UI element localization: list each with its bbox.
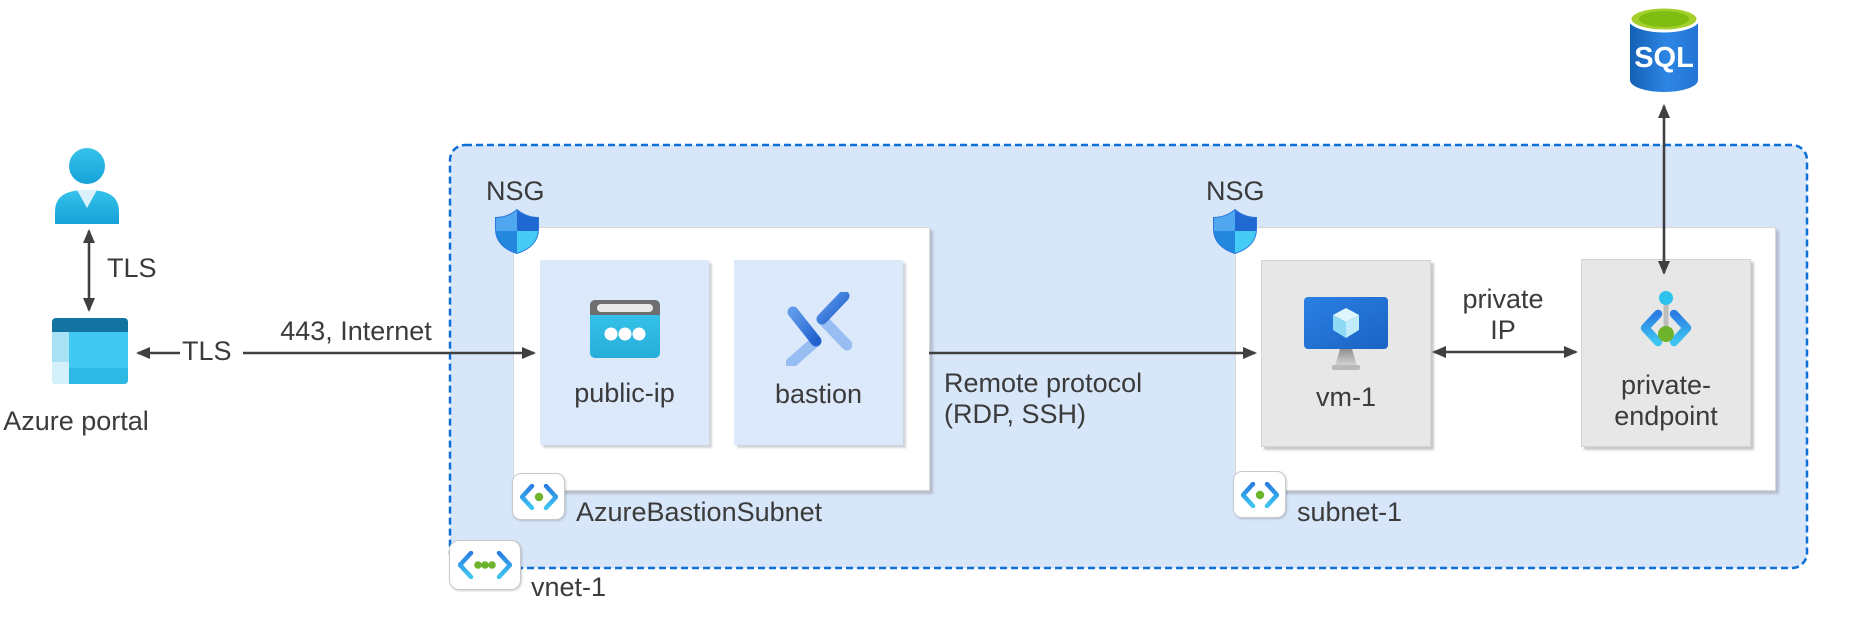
port-internet-label: 443, Internet <box>280 316 432 346</box>
nsg-label-bastion: NSG <box>486 176 545 206</box>
vm-1-label: vm-1 <box>1316 382 1376 412</box>
private-ip-label: private IP <box>1433 284 1573 346</box>
private-endpoint-label-line1: private- <box>1620 370 1712 400</box>
private-endpoint-label-line2: endpoint <box>1614 401 1718 431</box>
private-ip-line1: private <box>1462 284 1544 314</box>
sql-database-icon: SQL <box>1628 5 1700 92</box>
user-icon <box>55 148 119 224</box>
nsg-shield-icon <box>495 208 539 254</box>
azure-portal-label: Azure portal <box>3 406 149 436</box>
remote-protocol-line1: Remote protocol <box>944 368 1143 398</box>
subnet-glyph-icon <box>1240 481 1279 508</box>
remote-protocol-line2: (RDP, SSH) <box>944 399 1087 429</box>
bastion-label: bastion <box>774 379 863 409</box>
public-ip-icon <box>589 300 660 358</box>
private-endpoint-icon <box>1640 291 1692 347</box>
bastion-node: bastion <box>734 260 903 445</box>
tls-vertical-label: TLS <box>107 253 157 283</box>
azure-bastion-subnet-label: AzureBastionSubnet <box>576 497 823 527</box>
subnet-glyph-icon <box>519 483 558 510</box>
public-ip-node: public-ip <box>540 260 709 445</box>
nsg-label-subnet1: NSG <box>1206 176 1265 206</box>
subnet-1-label: subnet-1 <box>1297 497 1403 527</box>
azure-portal-icon <box>52 318 128 384</box>
sql-text: SQL <box>1634 42 1694 74</box>
vnet-1-label: vnet-1 <box>531 572 607 602</box>
remote-protocol-label: Remote protocol (RDP, SSH) <box>944 368 1142 430</box>
subnet-icon <box>1233 471 1286 518</box>
virtual-machine-icon <box>1304 297 1388 370</box>
vm-1-node: vm-1 <box>1261 260 1431 447</box>
subnet-icon <box>512 473 565 520</box>
nsg-shield-icon <box>1213 208 1257 254</box>
bastion-icon <box>785 292 852 366</box>
vnet-icon <box>449 540 521 590</box>
public-ip-label: public-ip <box>574 378 675 408</box>
tls-horizontal-label: TLS <box>182 336 232 366</box>
vnet-glyph-icon <box>458 551 512 579</box>
private-ip-line2: IP <box>1490 315 1516 345</box>
private-endpoint-node: private- endpoint <box>1581 259 1751 447</box>
